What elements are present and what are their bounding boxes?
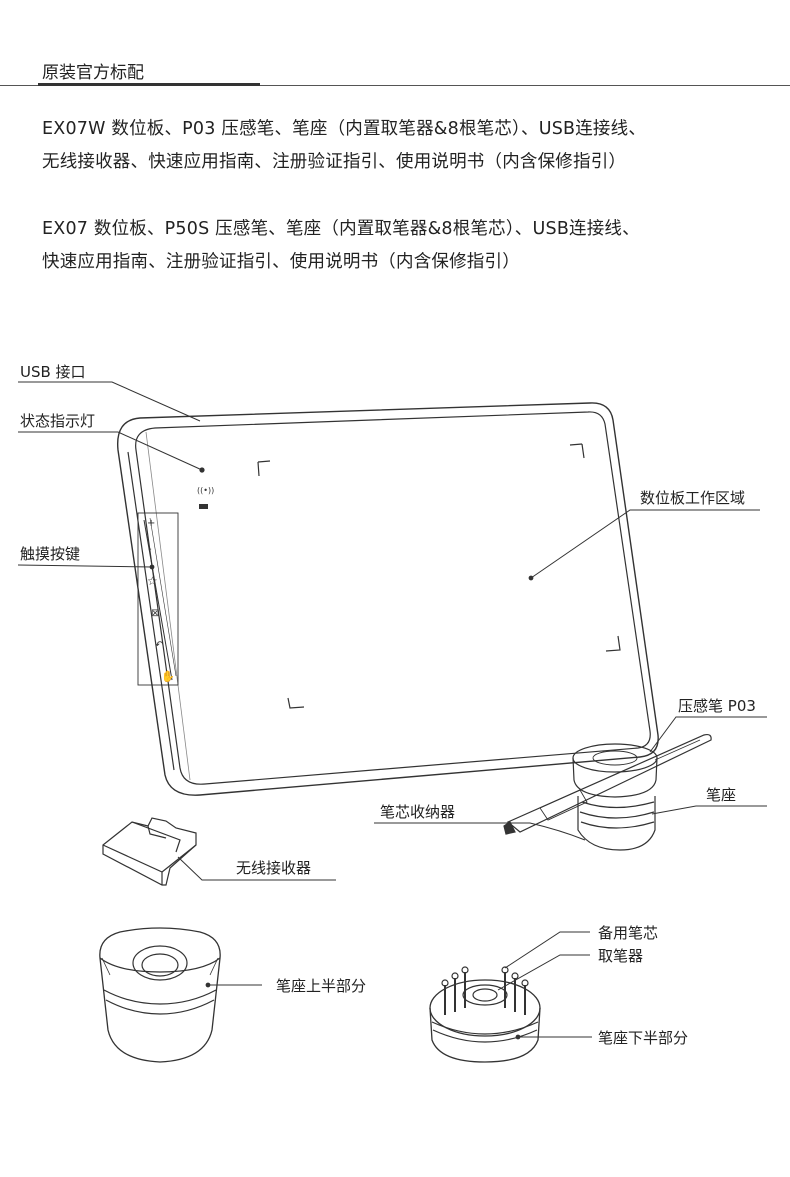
tablet-icons: ((•)) + - ☆ ⊠ ↶ ✋: [147, 486, 214, 683]
tablet-drawing: [116, 402, 659, 796]
label-work-area: 数位板工作区域: [640, 489, 746, 507]
label-touch-keys: 触摸按键: [20, 545, 81, 563]
receiver-leader: [177, 856, 336, 881]
label-status-light: 状态指示灯: [20, 412, 96, 430]
label-nib-storage: 笔芯收纳器: [380, 803, 456, 821]
key-icon-star: ☆: [147, 574, 158, 588]
label-holder-bottom: 笔座下半部分: [598, 1029, 689, 1047]
holder-top-drawing: [99, 927, 221, 1063]
header-underline: [38, 83, 260, 86]
section-title: 原装官方标配: [42, 63, 144, 83]
label-usb-port: USB 接口: [20, 363, 86, 381]
label-pen: 压感笔 P03: [678, 697, 756, 715]
tablet-leaders: [17, 381, 760, 579]
pen-holder-drawing: [503, 733, 712, 851]
package-line: EX07W 数位板、P03 压感笔、笔座（内置取笔器&8根笔芯）、USB连接线、: [42, 119, 647, 139]
wireless-status-icon: ((•)): [197, 486, 214, 495]
key-icon-minus: -: [148, 544, 152, 555]
package-ex07: EX07 数位板、P50S 压感笔、笔座（内置取笔器&8根笔芯）、USB连接线、…: [42, 213, 640, 279]
package-line: 无线接收器、快速应用指南、注册验证指引、使用说明书（内含保修指引）: [42, 152, 627, 172]
key-icon-brush: ⊠: [151, 608, 159, 619]
label-pen-holder: 笔座: [706, 786, 737, 804]
pen-leaders: [374, 716, 767, 841]
header-divider: [0, 85, 790, 86]
package-line: EX07 数位板、P50S 压感笔、笔座（内置取笔器&8根笔芯）、USB连接线、: [42, 219, 640, 239]
label-holder-top: 笔座上半部分: [276, 977, 367, 995]
key-icon-plus: +: [147, 518, 155, 529]
label-receiver: 无线接收器: [236, 859, 312, 877]
label-nib-extractor: 取笔器: [598, 947, 644, 965]
key-icon-hand: ✋: [161, 670, 175, 683]
package-ex07w: EX07W 数位板、P03 压感笔、笔座（内置取笔器&8根笔芯）、USB连接线、…: [42, 113, 646, 179]
package-line: 快速应用指南、注册验证指引、使用说明书（内含保修指引）: [42, 252, 520, 272]
battery-status-icon: [199, 504, 208, 509]
label-spare-nibs: 备用笔芯: [598, 924, 659, 942]
holder-bottom-drawing: [429, 966, 541, 1063]
receiver-drawing: [102, 817, 197, 886]
holder-bottom-leaders: [497, 931, 592, 1038]
key-icon-undo: ↶: [155, 640, 163, 651]
